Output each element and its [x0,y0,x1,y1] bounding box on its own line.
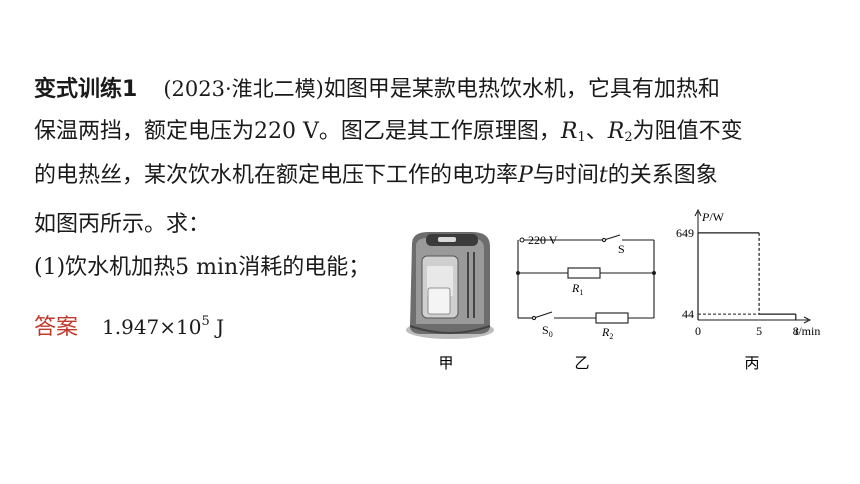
answer-value: 1.947×105 J [102,314,225,339]
switch-s0 [533,311,553,319]
y-axis-title: P/W [701,210,725,224]
problem-line-4: 如图丙所示。求： [34,212,211,237]
problem-text-1: 如图甲是某款电热饮水机，它具有加热和 [323,77,720,102]
problem-text-3c: 的关系图象 [607,163,718,188]
exercise-title: 变式训练1 [34,77,138,102]
terminal-left [519,237,525,243]
figure-bing-label: 丙 [744,356,759,372]
water-dispenser-illustration [406,232,494,339]
answer-line: 答案 1.947×105 J [34,307,224,343]
x-axis-arrow [803,316,812,324]
problem-source: (2023·淮北二模) [163,77,324,101]
problem-text-2b: 为阻值不变 [632,119,743,144]
x-tick-label: 5 [756,324,762,338]
answer-label: 答案 [34,315,79,340]
switch-s-label: S [618,242,625,256]
symbol-r1-sub: 1 [577,130,586,145]
problem-line-3: 的电热丝，某次饮水机在额定电压下工作的电功率P与时间t的关系图象 [34,161,718,191]
answer-unit: J [209,315,225,339]
answer-exponent: 5 [201,314,210,329]
x-axis-title: t/min [795,324,820,338]
x-tick-label: 8 [793,324,799,338]
r2-label: R2 [601,325,613,341]
y-axis-arrow [694,208,702,217]
figure-yi-label: 乙 [574,356,589,372]
resistor-r1 [567,267,601,279]
r1-label: R1 [571,281,583,297]
symbol-r1: R [560,119,578,144]
voltage-label: 220 V [528,233,558,247]
y-tick-label: 44 [682,307,694,321]
x-tick-label: 0 [695,324,701,338]
figure-jia-label: 甲 [438,356,453,372]
resistor-r2 [595,312,629,324]
separator: 、 [585,119,608,144]
figure-bing-chart: 44 649 0 5 8 P/W t/min 丙 [676,208,820,372]
symbol-r2-sub: 2 [624,130,633,145]
symbol-t: t [598,163,608,188]
switch-s0-label: S0 [542,323,553,339]
problem-line-1: 变式训练1 (2023·淮北二模)如图甲是某款电热饮水机，它具有加热和 [34,74,720,105]
symbol-p: P [518,163,533,188]
question-1: (1)饮水机加热5 min消耗的电能； [34,255,371,280]
symbol-r2: R [607,119,625,144]
figure-jia: 甲 [406,232,494,372]
problem-text-2a: 保温两挡，额定电压为220 V。图乙是其工作原理图， [34,119,561,144]
problem-line-2: 保温两挡，额定电压为220 V。图乙是其工作原理图，R1、R2为阻值不变 [34,117,743,153]
problem-text-3a: 的电热丝，某次饮水机在额定电压下工作的电功率 [34,163,519,188]
figure-yi-circuit: 220 V S R1 S0 R2 乙 [516,233,656,372]
answer-base: 1.947×10 [102,315,202,339]
problem-text-3b: 与时间 [532,163,599,188]
switch-s [603,234,621,241]
y-tick-label: 649 [676,226,694,240]
